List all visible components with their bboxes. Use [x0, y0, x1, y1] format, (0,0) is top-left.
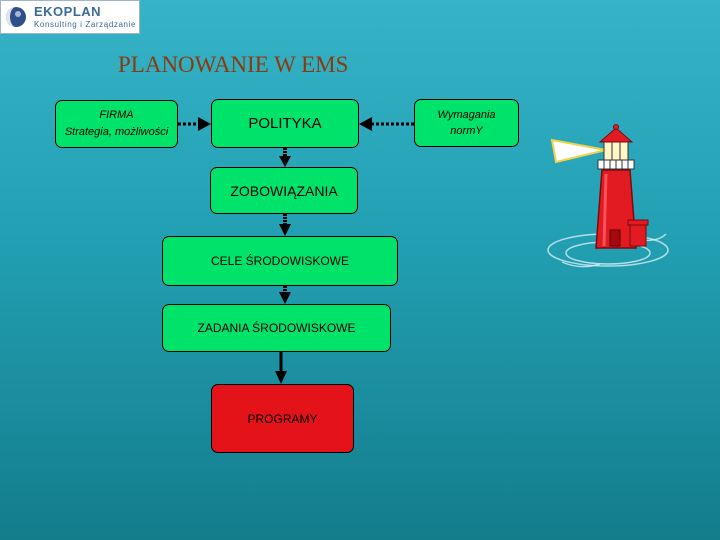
arrowhead-left	[359, 117, 372, 131]
zobowiazania-label: ZOBOWIĄZANIA	[230, 182, 338, 199]
box-wymagania: Wymagania normY	[414, 99, 519, 147]
box-polityka: POLITYKA	[211, 99, 359, 148]
box-firma: FIRMA Strategia, możliwości	[55, 100, 178, 148]
arrowhead-down	[275, 371, 287, 384]
arrowhead-down	[279, 156, 291, 167]
cele-label: CELE ŚRODOWISKOWE	[210, 254, 350, 268]
logo-subtitle: Konsulting i Zarządzanie	[34, 20, 137, 29]
arrowhead-down	[279, 292, 291, 304]
wymagania-title: Wymagania	[437, 109, 496, 121]
page-title: PLANOWANIE W EMS	[118, 52, 349, 77]
globe-logo-icon	[6, 7, 26, 27]
lighthouse-icon	[547, 124, 669, 268]
company-logo: EKOPLAN Konsulting i Zarządzanie	[0, 0, 140, 34]
wymagania-subtitle: normY	[450, 125, 483, 137]
logo-name: EKOPLAN	[34, 4, 102, 19]
programy-label: PROGRAMY	[247, 411, 318, 426]
arrowhead-right	[198, 117, 211, 131]
firma-title: FIRMA	[99, 109, 134, 121]
box-zadania: ZADANIA ŚRODOWISKOWE	[162, 304, 391, 352]
zadania-label: ZADANIA ŚRODOWISKOWE	[197, 321, 356, 335]
box-cele: CELE ŚRODOWISKOWE	[162, 236, 398, 286]
polityka-label: POLITYKA	[248, 115, 322, 132]
box-programy: PROGRAMY	[211, 384, 354, 453]
box-zobowiazania: ZOBOWIĄZANIA	[210, 167, 358, 214]
firma-subtitle: Strategia, możliwości	[64, 126, 169, 138]
arrowhead-down	[279, 224, 291, 236]
